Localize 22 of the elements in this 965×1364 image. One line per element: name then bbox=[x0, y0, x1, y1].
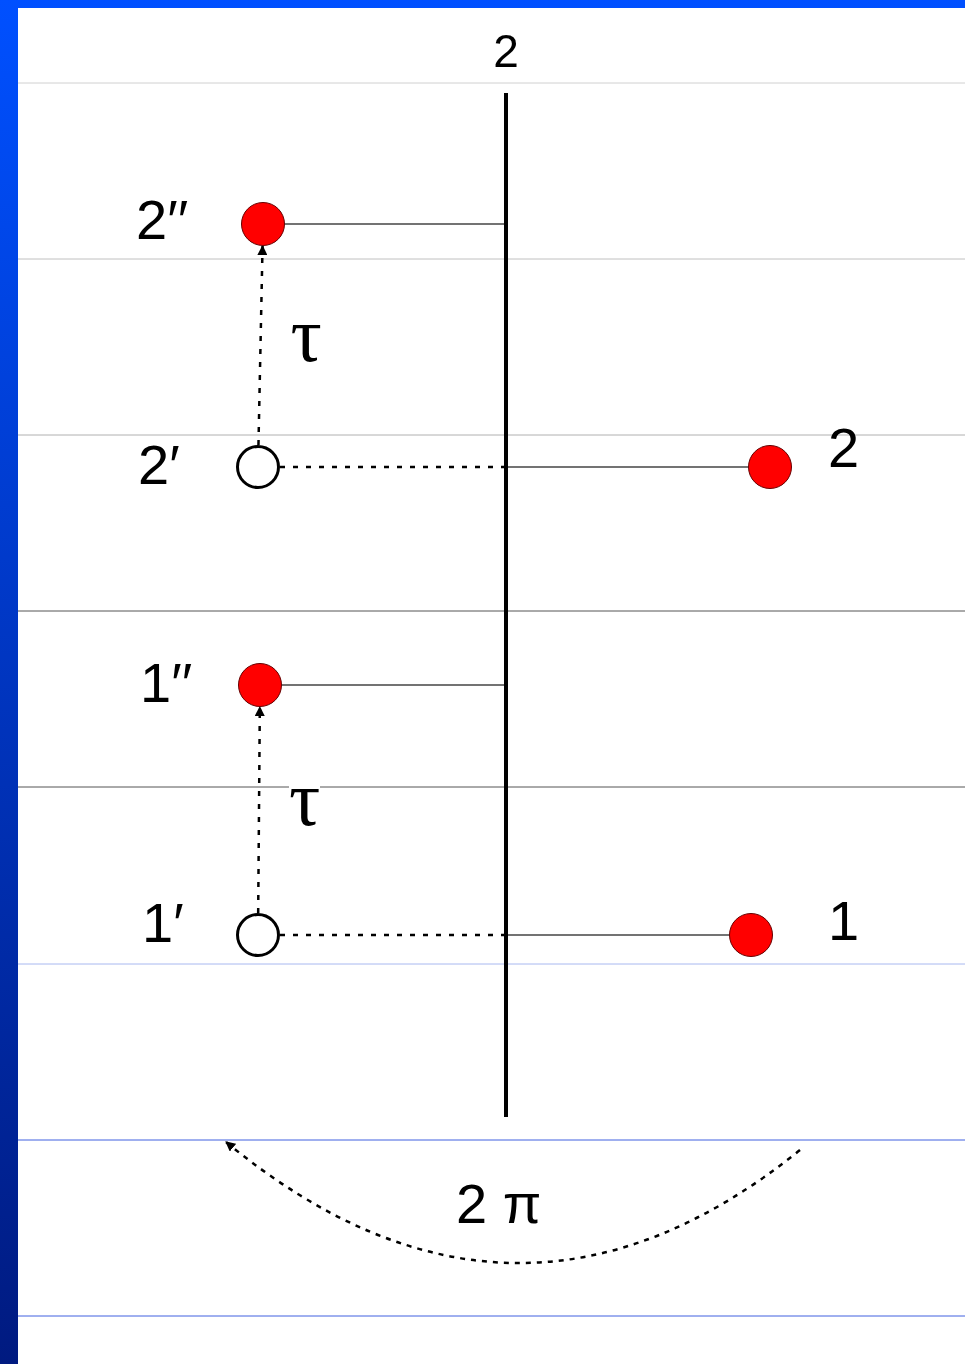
point-label: 1′′ bbox=[140, 655, 193, 711]
connector-line bbox=[505, 934, 730, 936]
open-circle bbox=[236, 913, 280, 957]
point-label: 2′ bbox=[138, 437, 180, 493]
axis-label: 2 bbox=[492, 28, 520, 74]
point-label: 1′ bbox=[142, 895, 184, 951]
filled-dot bbox=[748, 445, 792, 489]
open-circle bbox=[236, 445, 280, 489]
dashed-line bbox=[280, 465, 506, 469]
point-label: 2′′ bbox=[136, 192, 189, 248]
filled-dot bbox=[729, 913, 773, 957]
dashed-line bbox=[280, 933, 506, 937]
dotted-arrow bbox=[254, 706, 265, 913]
filled-dot bbox=[241, 202, 285, 246]
dotted-arrow bbox=[257, 245, 268, 446]
filled-dot bbox=[238, 663, 282, 707]
connector-line bbox=[505, 466, 749, 468]
point-label: 1 bbox=[828, 893, 860, 949]
connector-line bbox=[284, 223, 507, 225]
connector-line bbox=[281, 684, 507, 686]
point-label: 2 bbox=[828, 420, 860, 476]
rotation-label: 2 π bbox=[456, 1176, 542, 1232]
